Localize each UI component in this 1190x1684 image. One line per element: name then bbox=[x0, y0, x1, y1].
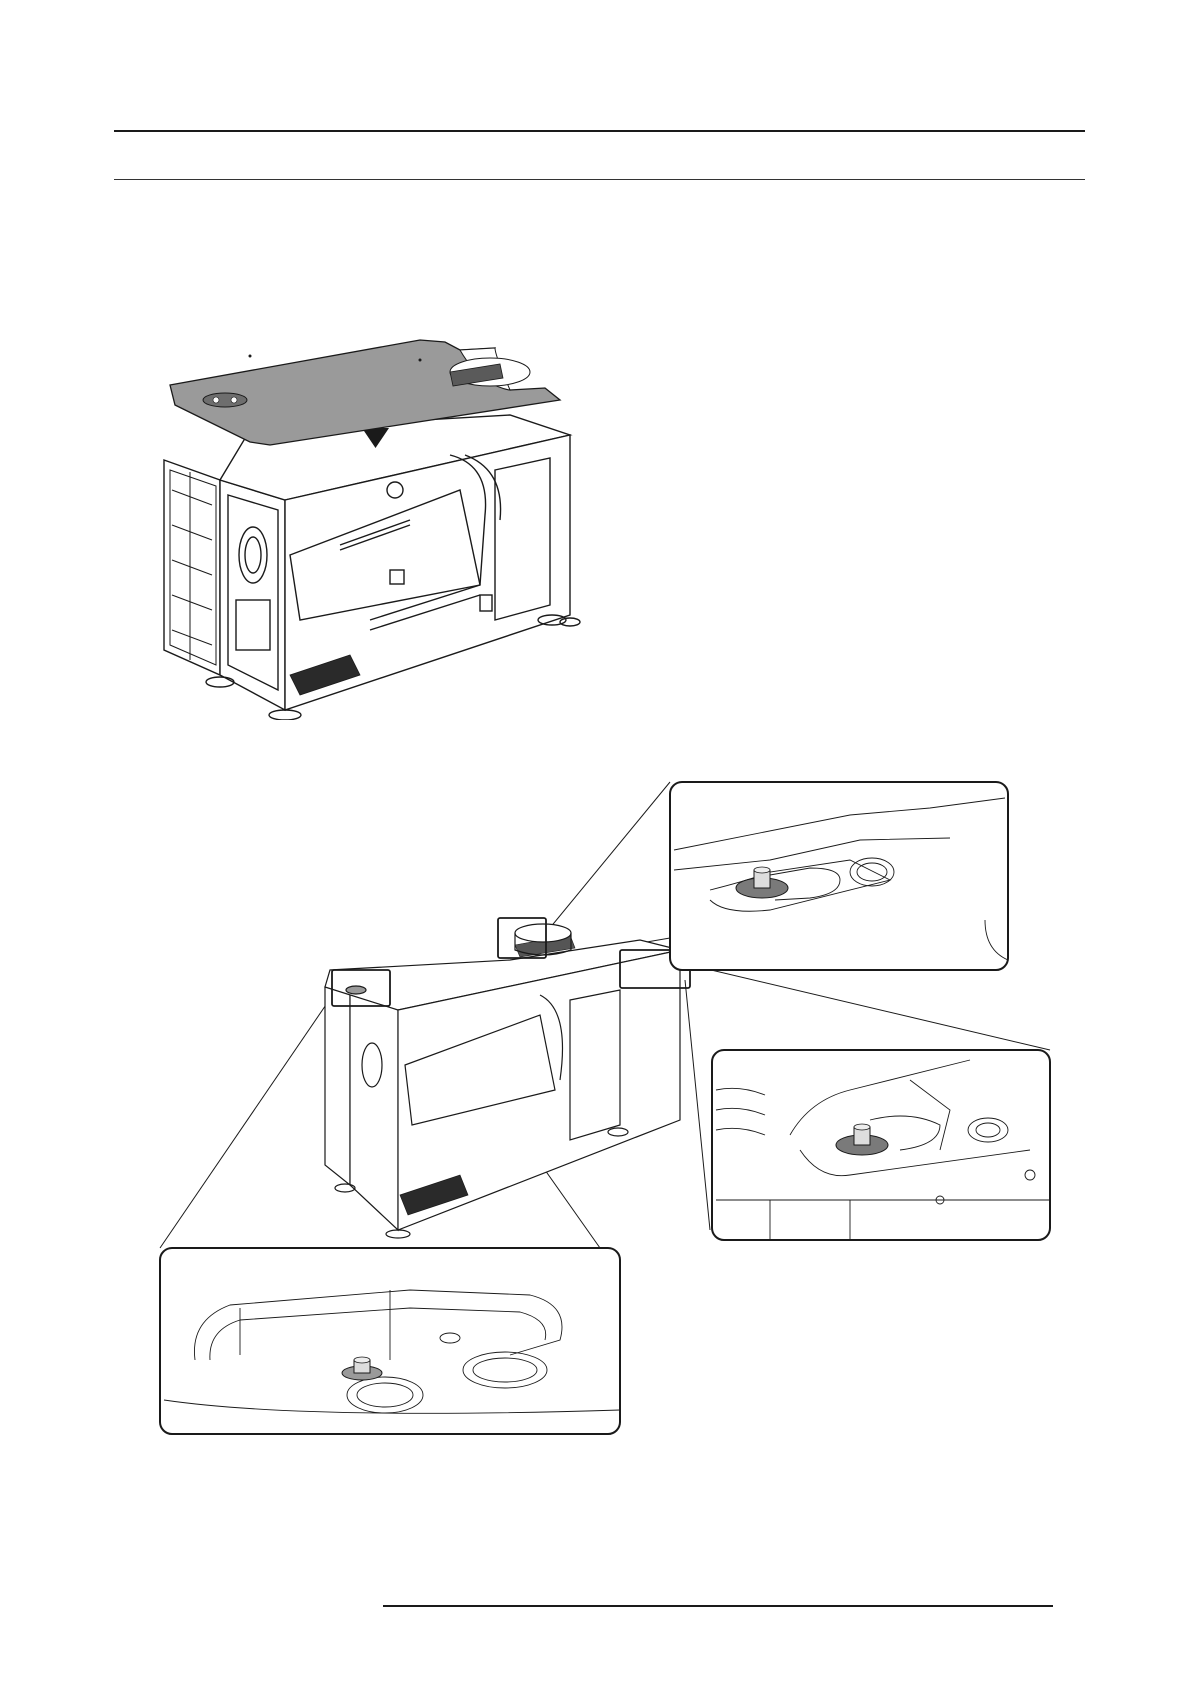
rear-right-screw-detail bbox=[712, 1050, 1050, 1240]
rear-center-screw-detail bbox=[670, 782, 1008, 970]
front-left-screw-detail bbox=[160, 1248, 620, 1434]
projector-chassis bbox=[164, 415, 580, 720]
installed-projector bbox=[325, 918, 690, 1238]
footer-rule bbox=[383, 1605, 1053, 1607]
cover-fixation-figure bbox=[150, 760, 1070, 1480]
cover-installation-figure bbox=[150, 330, 650, 720]
header-rule bbox=[114, 130, 1085, 132]
header-subrule bbox=[114, 179, 1085, 180]
